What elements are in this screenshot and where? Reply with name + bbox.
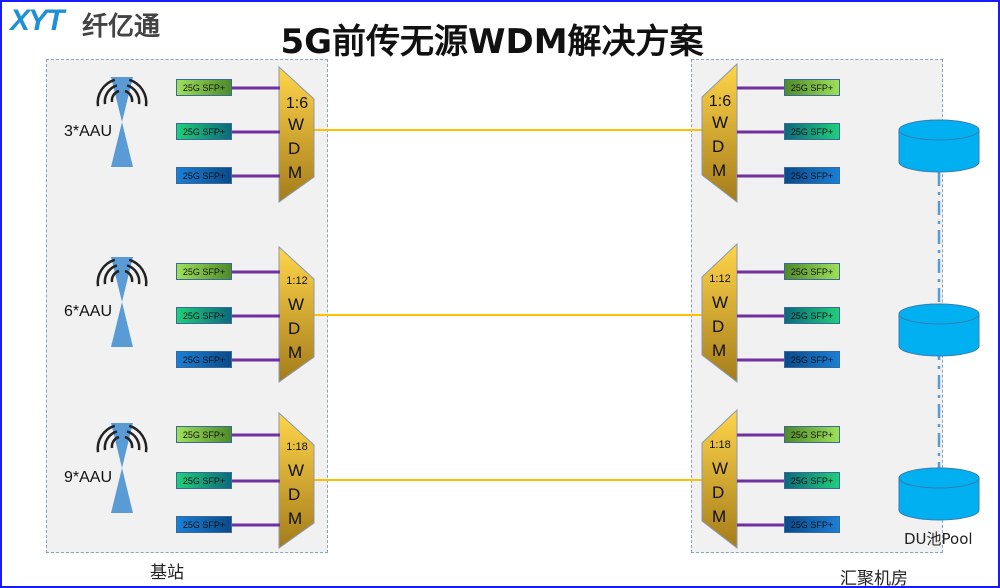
sfp-module-right: 25G SFP+ [784,516,840,533]
signal-wave-icon [126,264,141,285]
wdm-ratio-left: 1:12 [286,275,308,287]
signal-wave-icon [124,89,134,103]
sfp-module-left: 25G SFP+ [176,351,232,368]
wdm-letter-left: W [288,295,305,314]
page-title: 5G前传无源WDM解决方案 [280,22,704,62]
wdm-mux-left [278,65,315,203]
wdm-mux-right [701,62,738,204]
wdm-letter-left: M [288,509,303,528]
antenna-icon [111,77,133,122]
wdm-mux-left [278,411,315,549]
wdm-letter-right: D [712,317,725,336]
logo-text: 纤亿通 [82,12,161,42]
wdm-ratio-right: 1:18 [709,439,731,451]
wdm-letter-left: D [288,139,301,158]
du-pool-label: DU池Pool [904,530,973,548]
sfp-module-left: 25G SFP+ [176,79,232,96]
wdm-letter-right: W [712,293,729,312]
aau-label: 9*AAU [64,469,113,486]
signal-wave-icon [128,78,148,107]
sfp-module-right: 25G SFP+ [784,472,840,489]
wdm-mux-right [701,408,738,550]
wdm-ratio-right: 1:6 [708,93,732,110]
aau-label: 3*AAU [64,123,113,140]
antenna-icon [111,423,133,468]
du-server-cylinder-top [898,119,980,141]
logo: XYT [10,4,64,37]
sfp-module-left: 25G SFP+ [176,167,232,184]
wdm-ratio-left: 1:6 [285,95,309,112]
wdm-letter-left: W [288,115,305,134]
signal-wave-icon [126,430,141,451]
du-server-cylinder-top [898,303,980,325]
signal-wave-icon [124,269,134,283]
aggregation-room-caption: 汇聚机房 [840,569,908,588]
wdm-letter-right: D [712,483,725,502]
sfp-module-left: 25G SFP+ [176,426,232,443]
wdm-mux-left [278,245,315,383]
signal-wave-icon [126,84,141,105]
signal-wave-icon [110,435,120,449]
wdm-letter-right: W [712,459,729,478]
sfp-module-right: 25G SFP+ [784,123,840,140]
sfp-module-right: 25G SFP+ [784,426,840,443]
wdm-letter-left: D [288,485,301,504]
du-server-cylinder-top [898,467,980,489]
wdm-letter-right: M [712,507,727,526]
antenna-icon [111,302,133,347]
sfp-module-left: 25G SFP+ [176,263,232,280]
wdm-mux-right [701,242,738,384]
signal-wave-icon [124,435,134,449]
signal-wave-icon [96,258,116,287]
wdm-letter-right: M [712,341,727,360]
wdm-letter-right: W [712,113,729,132]
sfp-module-right: 25G SFP+ [784,79,840,96]
du-server-cylinder [898,314,980,357]
signal-wave-icon [103,84,118,105]
wdm-letter-right: M [712,161,727,180]
sfp-module-left: 25G SFP+ [176,307,232,324]
wdm-letter-left: M [288,343,303,362]
signal-wave-icon [96,78,116,107]
antenna-icon [111,257,133,302]
signal-wave-icon [103,430,118,451]
sfp-module-left: 25G SFP+ [176,472,232,489]
sfp-module-right: 25G SFP+ [784,307,840,324]
du-server-cylinder [898,478,980,521]
sfp-module-left: 25G SFP+ [176,516,232,533]
signal-wave-icon [103,264,118,285]
signal-wave-icon [128,258,148,287]
base-station-caption: 基站 [150,563,184,583]
signal-wave-icon [110,269,120,283]
sfp-module-right: 25G SFP+ [784,351,840,368]
wdm-ratio-right: 1:12 [709,273,731,285]
sfp-module-left: 25G SFP+ [176,123,232,140]
signal-wave-icon [128,424,148,453]
signal-wave-icon [96,424,116,453]
aau-label: 6*AAU [64,303,113,320]
du-server-cylinder [898,130,980,173]
wdm-letter-left: M [288,163,303,182]
antenna-icon [111,468,133,513]
wdm-letter-left: D [288,319,301,338]
signal-wave-icon [110,89,120,103]
wdm-letter-left: W [288,461,305,480]
sfp-module-right: 25G SFP+ [784,167,840,184]
sfp-module-right: 25G SFP+ [784,263,840,280]
wdm-letter-right: D [712,137,725,156]
wdm-ratio-left: 1:18 [286,441,308,453]
antenna-icon [111,122,133,167]
